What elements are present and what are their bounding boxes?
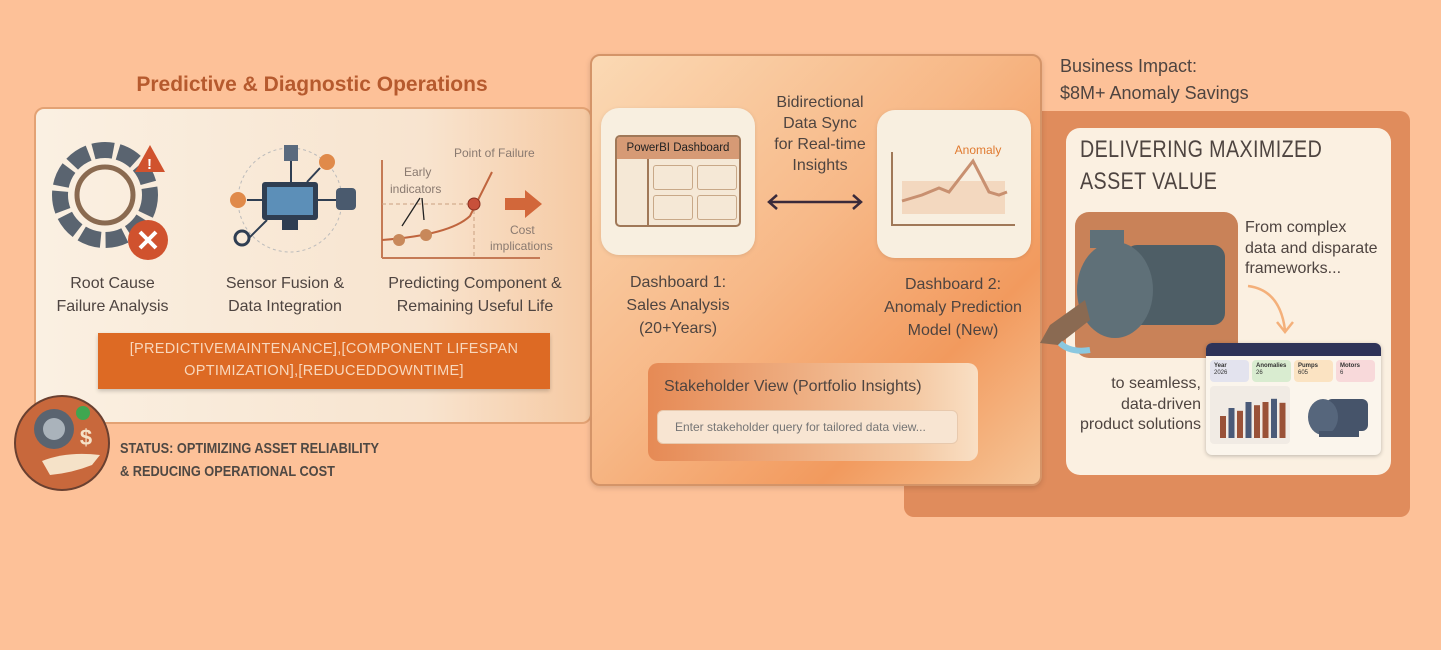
sync-line: Bidirectional xyxy=(776,94,864,111)
text-line: data and disparate xyxy=(1245,239,1378,257)
broken-pump-icon xyxy=(1040,230,1225,354)
label-sensor-fusion: Sensor Fusion & Data Integration xyxy=(205,272,365,318)
bidirectional-arrow-icon xyxy=(767,194,863,210)
from-text: From complex data and disparate frameworks… xyxy=(1245,218,1378,280)
broken-gear-warning-icon: ! xyxy=(52,142,168,260)
sync-line: for Real-time xyxy=(774,136,866,153)
anomaly-chart-card[interactable]: Anomaly xyxy=(877,110,1031,258)
asset-value-icon: $ xyxy=(14,395,110,491)
business-impact: Business Impact: $8M+ Anomaly Savings xyxy=(1060,53,1249,107)
dashboard-1-label: Dashboard 1: Sales Analysis (20+Years) xyxy=(600,271,756,340)
stat-label: Pumps xyxy=(1298,363,1319,369)
label-line: Remaining Useful Life xyxy=(396,298,554,315)
failure-label: Point of Failure xyxy=(454,146,535,160)
curved-arrow-icon xyxy=(1247,284,1294,335)
sensor-network-icon xyxy=(230,145,356,253)
label-line: Sensor Fusion & xyxy=(225,275,345,292)
text-line: product solutions xyxy=(1080,416,1201,433)
indicators-label: indicators xyxy=(390,182,441,196)
text-line: frameworks... xyxy=(1245,260,1342,277)
stat-value: 2026 xyxy=(1214,370,1228,376)
text-line: From complex xyxy=(1245,219,1347,236)
bar-chart xyxy=(1210,386,1290,444)
tag-line: OPTIMIZATION],[REDUCEDDOWNTIME] xyxy=(184,363,464,379)
anomaly-label: Anomaly xyxy=(955,143,1002,157)
label-line: Failure Analysis xyxy=(56,298,169,315)
keyword-tags: [PREDICTIVEMAINTENANCE],[COMPONENT LIFES… xyxy=(98,333,550,389)
status-line: STATUS: OPTIMIZING ASSET RELIABILITY xyxy=(120,440,380,457)
text-line: data-driven xyxy=(1120,395,1201,413)
label-line: (20+Years) xyxy=(638,320,718,337)
bar xyxy=(1245,402,1252,438)
stat-value: 605 xyxy=(1298,370,1309,376)
svg-text:$: $ xyxy=(80,425,92,450)
bar xyxy=(1254,405,1260,438)
powerbi-header: PowerBI Dashboard xyxy=(617,137,739,159)
failure-curve-icon: Early indicators Point of Failure Cost i… xyxy=(381,146,553,259)
svg-text:!: ! xyxy=(147,156,152,173)
bar xyxy=(1271,398,1277,438)
title-line: DELIVERING MAXIMIZED xyxy=(1080,136,1323,163)
early-label: Early xyxy=(404,165,431,179)
powerbi-dashboard-icon: PowerBI Dashboard xyxy=(615,135,741,227)
status-line: & REDUCING OPERATIONAL COST xyxy=(120,463,335,480)
label-line: Sales Analysis xyxy=(626,297,730,314)
sync-line: Data Sync xyxy=(783,115,857,132)
text-line: to seamless, xyxy=(1111,375,1201,392)
bar xyxy=(1237,410,1243,438)
dashboard-header-bar xyxy=(1206,343,1381,356)
bar xyxy=(1279,402,1286,438)
anomaly-chart-icon: Anomaly xyxy=(891,143,1015,226)
label-line: Root Cause xyxy=(70,275,155,292)
label-line: Anomaly Prediction xyxy=(884,299,1022,316)
bar xyxy=(1262,402,1269,438)
stakeholder-title: Stakeholder View (Portfolio Insights) xyxy=(664,378,922,395)
bar xyxy=(1220,416,1226,438)
stat-value: 26 xyxy=(1256,370,1263,376)
title-line: ASSET VALUE xyxy=(1080,168,1218,195)
label-line: Dashboard 2: xyxy=(904,276,1002,293)
section-title: Predictive & Diagnostic Operations xyxy=(136,73,488,96)
label-line: Predicting Component & xyxy=(388,275,562,292)
label-line: Data Integration xyxy=(228,298,342,315)
sync-line: Insights xyxy=(792,157,848,174)
tag-line: [PREDICTIVEMAINTENANCE],[COMPONENT LIFES… xyxy=(129,341,519,357)
bar xyxy=(1228,408,1235,438)
impact-line: Business Impact: xyxy=(1060,56,1198,76)
powerbi-dashboard-card[interactable]: PowerBI Dashboard xyxy=(601,108,755,255)
impact-line: $8M+ Anomaly Savings xyxy=(1060,83,1249,103)
stat-label: Anomalies xyxy=(1256,363,1287,369)
status-text: STATUS: OPTIMIZING ASSET RELIABILITY & RE… xyxy=(120,437,379,483)
asset-value-title: DELIVERING MAXIMIZED ASSET VALUE xyxy=(1080,134,1322,198)
label-predicting: Predicting Component & Remaining Useful L… xyxy=(375,272,575,318)
stat-value: 6 xyxy=(1340,370,1344,376)
stakeholder-view: Stakeholder View (Portfolio Insights) xyxy=(648,363,978,461)
pump-motor-icon xyxy=(1308,399,1368,437)
label-line: Dashboard 1: xyxy=(629,274,727,291)
cost-label: Cost xyxy=(510,223,535,237)
stat-label: Motors xyxy=(1340,363,1360,369)
stat-label: Year xyxy=(1214,363,1227,369)
label-line: Model (New) xyxy=(907,322,999,339)
to-text: to seamless, data-driven product solutions xyxy=(1060,374,1201,436)
implications-label: implications xyxy=(490,239,553,253)
stakeholder-query-input[interactable] xyxy=(657,410,958,444)
